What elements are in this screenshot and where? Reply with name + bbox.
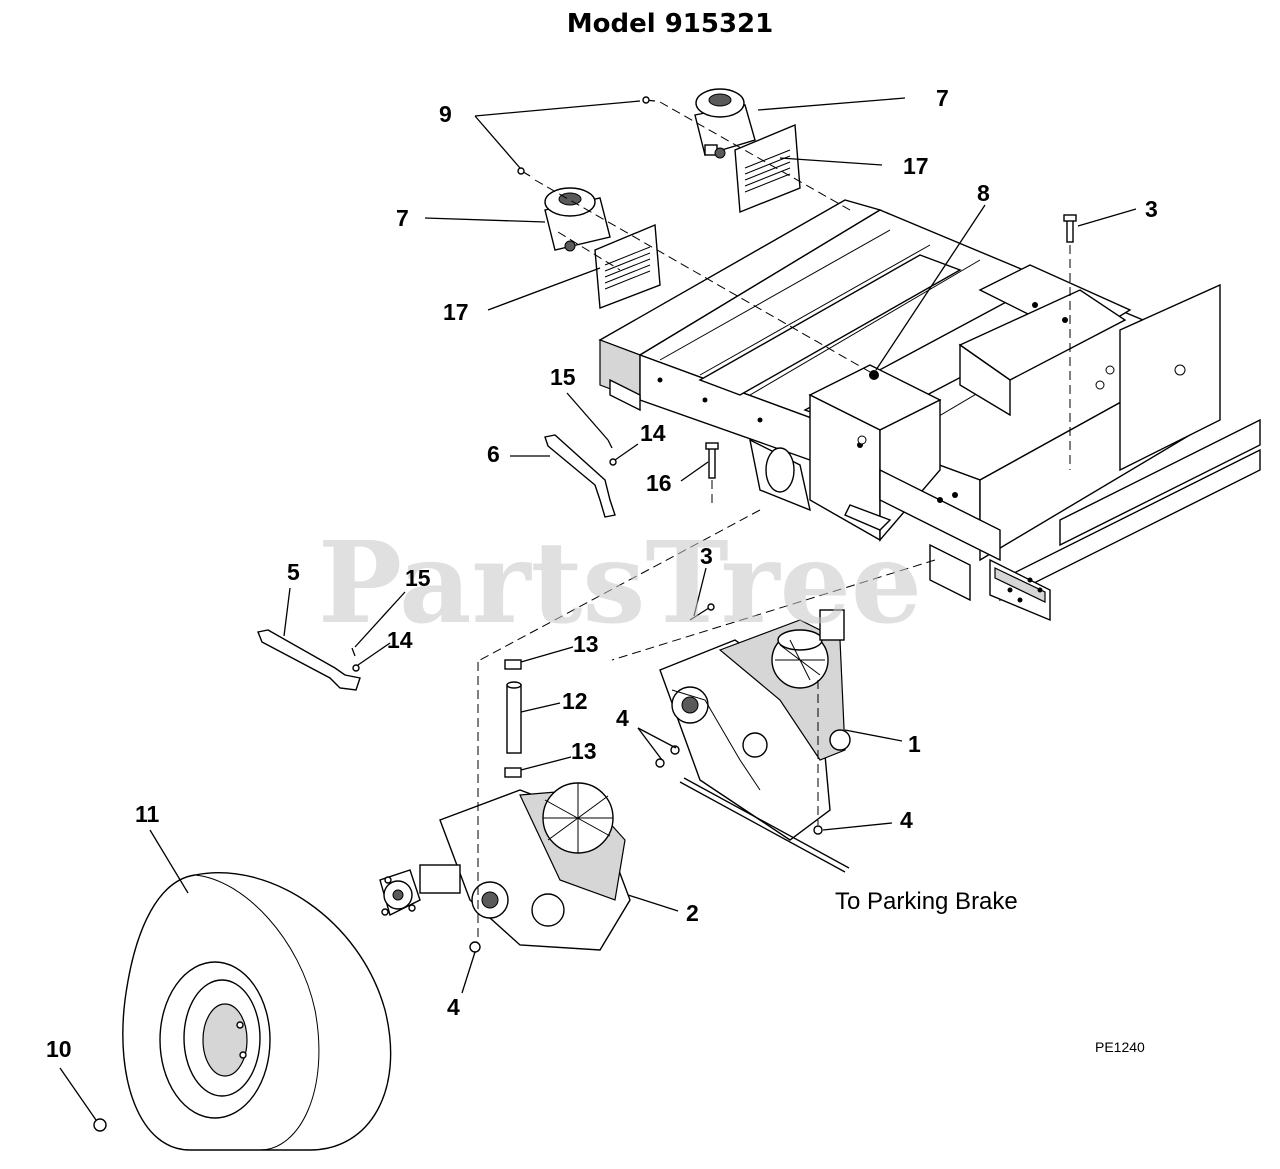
- clip-part-13-lower[interactable]: [504, 767, 522, 778]
- parking-brake-note: To Parking Brake: [835, 888, 1018, 915]
- spring-part-15-upper[interactable]: [607, 439, 613, 449]
- tire-part-11[interactable]: [122, 872, 392, 1151]
- callout-16[interactable]: 16: [646, 470, 672, 496]
- callout-14-upper[interactable]: 14: [640, 420, 666, 446]
- parking-brake-rod[interactable]: [679, 777, 850, 873]
- bolt-part-9[interactable]: [517, 96, 656, 177]
- nut-part-14-lower[interactable]: [352, 664, 360, 672]
- chassis-frame[interactable]: [598, 199, 1261, 622]
- callout-6[interactable]: 6: [487, 441, 500, 467]
- callout-5[interactable]: 5: [287, 559, 300, 585]
- callout-7-upper[interactable]: 7: [936, 85, 949, 111]
- callout-15-upper[interactable]: 15: [550, 364, 576, 390]
- nut-part-14-upper[interactable]: [609, 458, 617, 466]
- lug-nut-part-10[interactable]: [93, 1118, 107, 1132]
- assembly-lines: [477, 101, 1071, 940]
- callout-17-lower[interactable]: 17: [443, 299, 469, 325]
- pump-bracket-part-17-lower[interactable]: [594, 223, 661, 309]
- callout-8[interactable]: 8: [977, 180, 990, 206]
- drawing-code: PE1240: [1095, 1039, 1145, 1055]
- callout-4-lower[interactable]: 4: [447, 994, 460, 1020]
- callout-12[interactable]: 12: [562, 688, 588, 714]
- callout-2[interactable]: 2: [686, 900, 699, 926]
- callout-4-right[interactable]: 4: [900, 807, 913, 833]
- watermark: PartsTree: [318, 518, 922, 649]
- hydraulic-pump-part-7-lower[interactable]: [544, 187, 611, 252]
- bolt-part-16[interactable]: [705, 442, 719, 479]
- nut-part-4-a[interactable]: [655, 745, 680, 768]
- bracket-part-6[interactable]: [544, 434, 616, 518]
- nut-part-4-c[interactable]: [469, 941, 481, 953]
- callout-1[interactable]: 1: [908, 731, 921, 757]
- hydraulic-pump-part-7-upper[interactable]: [694, 88, 756, 159]
- bolt-part-3-lower[interactable]: [689, 603, 715, 621]
- callout-14-lower[interactable]: 14: [387, 627, 413, 653]
- diagram-title: Model 915321: [567, 9, 774, 39]
- bolt-part-3-upper[interactable]: [1063, 214, 1077, 243]
- callout-3-lower[interactable]: 3: [700, 543, 713, 569]
- callout-7-lower[interactable]: 7: [396, 205, 409, 231]
- transaxle-part-1[interactable]: [659, 609, 851, 841]
- callout-3-upper[interactable]: 3: [1145, 196, 1158, 222]
- clip-part-13-upper[interactable]: [504, 659, 522, 670]
- nut-part-4-b[interactable]: [813, 825, 823, 835]
- spring-part-15-lower[interactable]: [351, 647, 356, 657]
- pin-part-12[interactable]: [506, 681, 522, 754]
- pump-bracket-part-17-upper[interactable]: [734, 123, 801, 214]
- callout-11[interactable]: 11: [135, 801, 160, 827]
- callout-13-upper[interactable]: 13: [573, 631, 599, 657]
- callout-labels: 1 2 3 3 4 4 4 5 6 7 7 8 9 10 11 12 13 13…: [46, 85, 1158, 1062]
- callout-10[interactable]: 10: [46, 1036, 72, 1062]
- callout-9[interactable]: 9: [439, 101, 452, 127]
- callout-13-lower[interactable]: 13: [571, 738, 597, 764]
- leader-lines: [59, 97, 1137, 1121]
- callout-17-upper[interactable]: 17: [903, 153, 929, 179]
- callout-4-upper[interactable]: 4: [616, 705, 629, 731]
- transaxle-part-2[interactable]: [379, 782, 631, 951]
- nut-part-8[interactable]: [869, 370, 879, 380]
- bracket-part-5[interactable]: [257, 629, 361, 691]
- callout-15-lower[interactable]: 15: [405, 565, 431, 591]
